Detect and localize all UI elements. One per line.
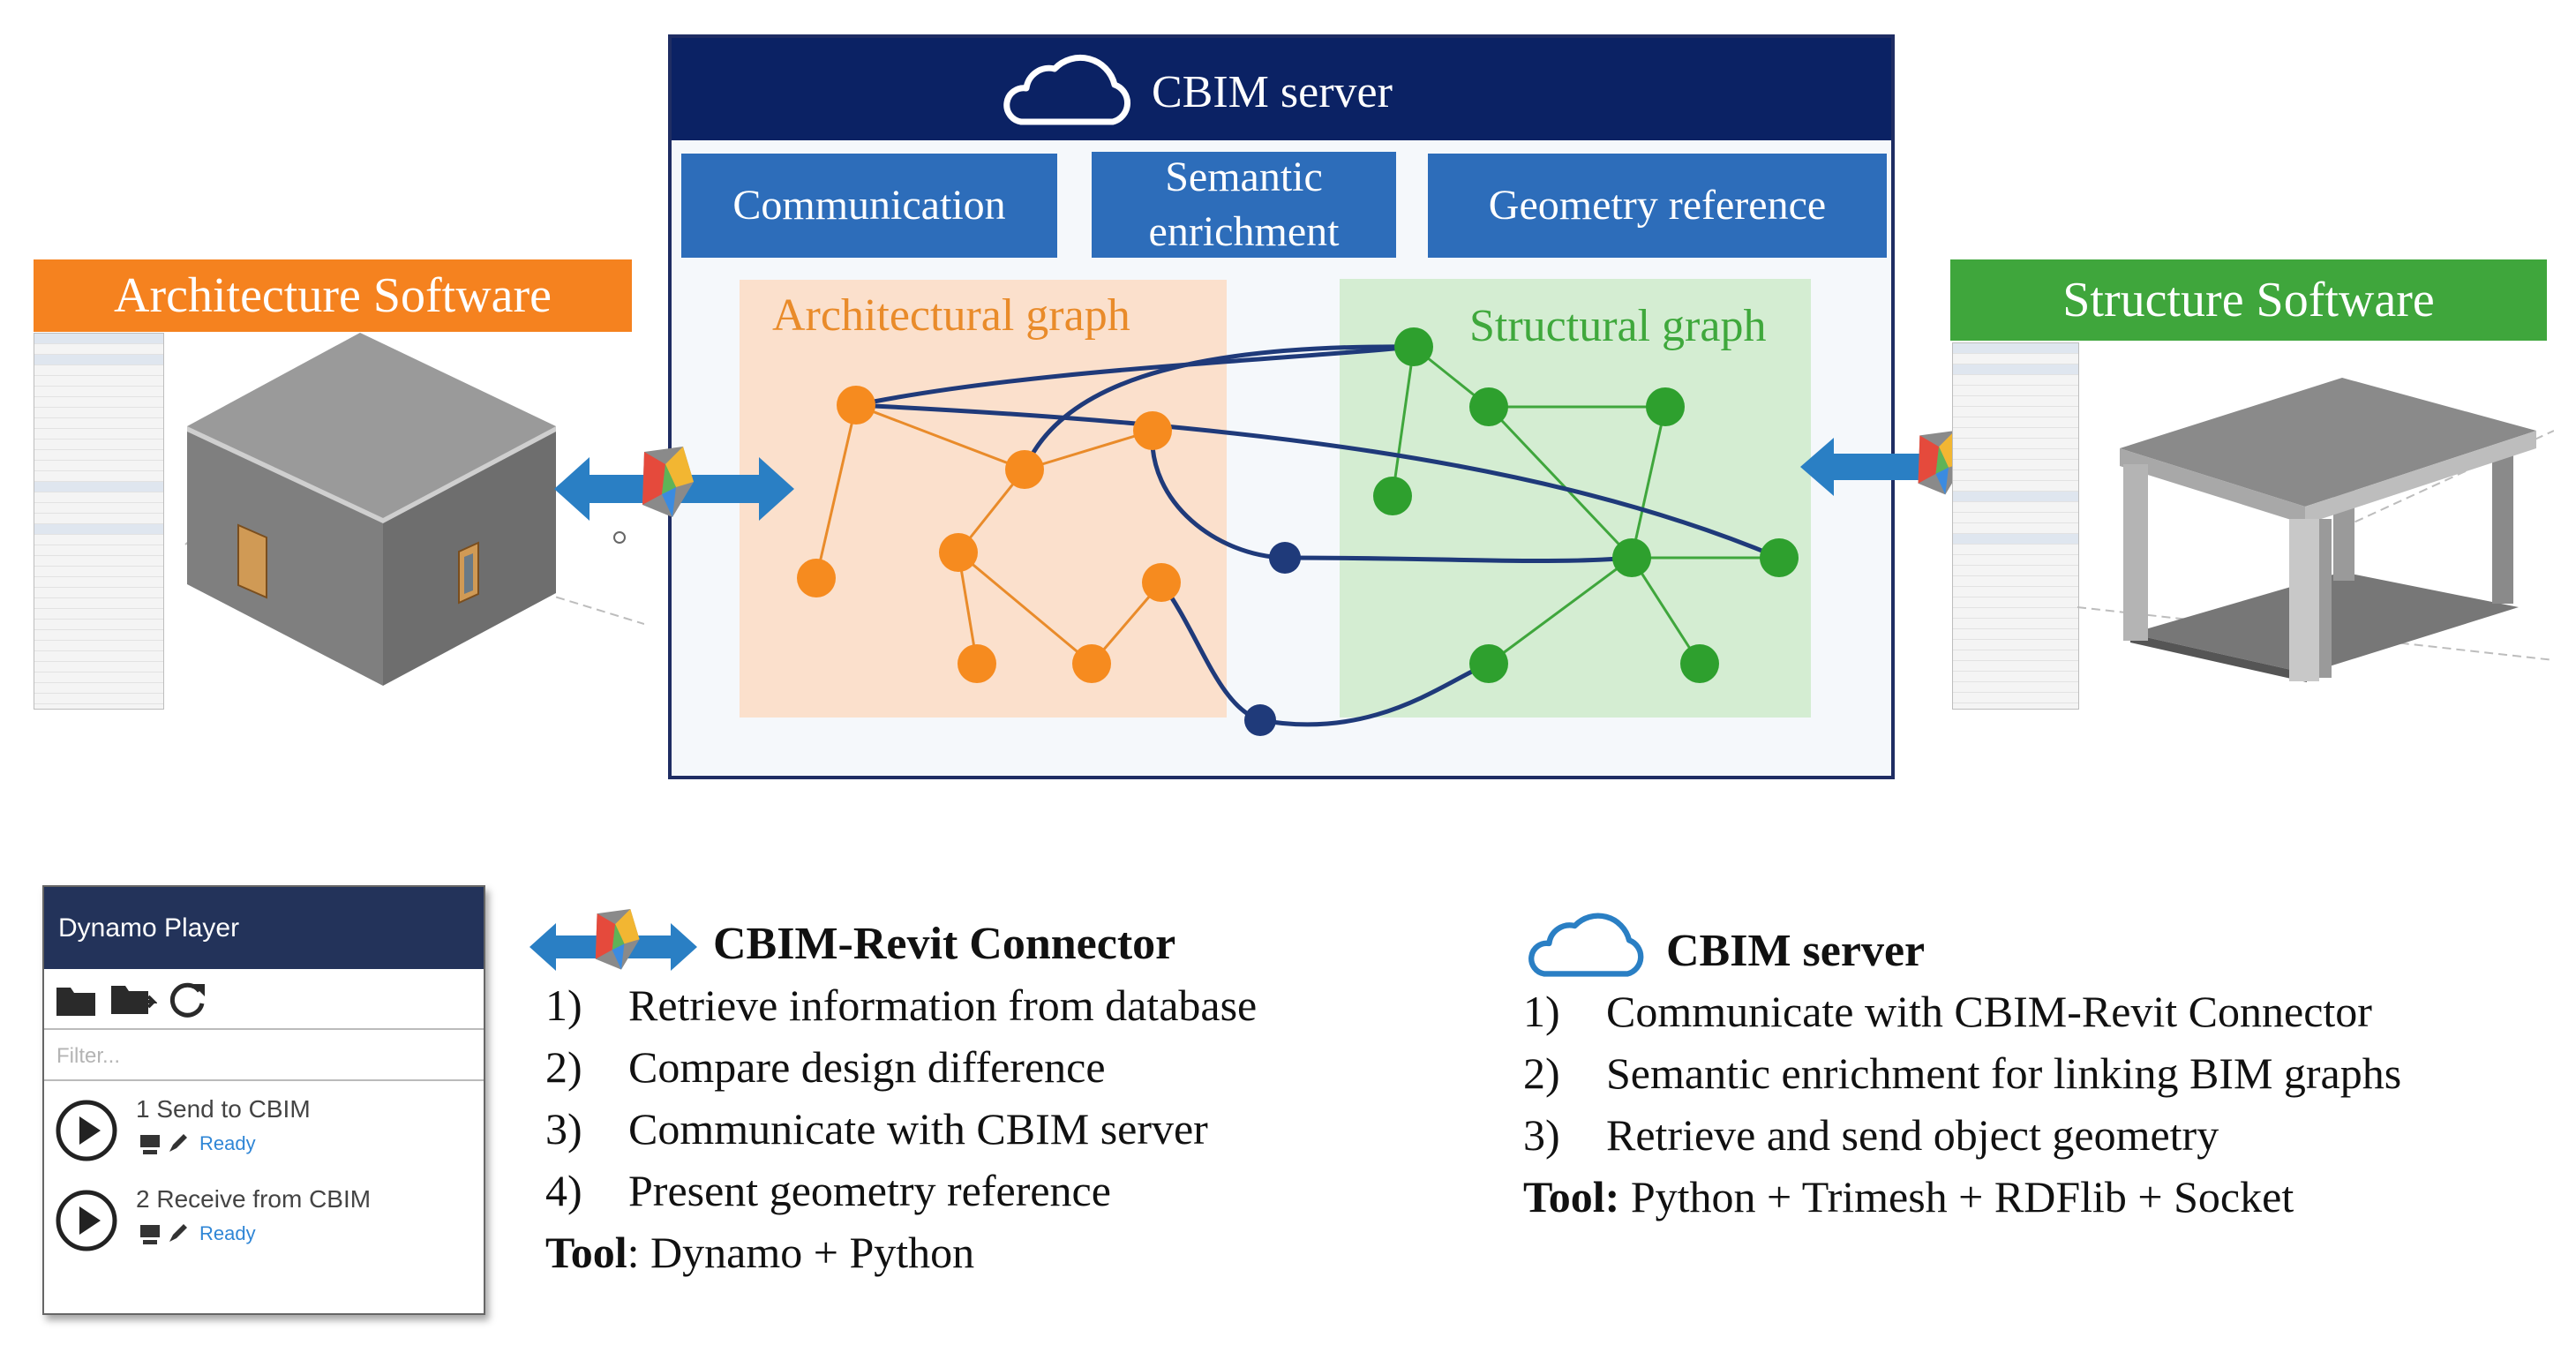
cross-graph-links	[855, 344, 1780, 727]
legend-item-text: Semantic enrichment for linking BIM grap…	[1606, 1048, 2402, 1098]
legend-item-text: Communicate with CBIM-Revit Connector	[1606, 987, 2372, 1036]
dynamo-item-name: 2 Receive from CBIM	[136, 1185, 372, 1213]
architecture-3d-model	[184, 333, 644, 686]
struct-node	[1612, 538, 1651, 577]
module-geometry-reference: Geometry reference	[1428, 154, 1887, 258]
arch-node	[837, 386, 875, 425]
legend-item: 3) Communicate with CBIM server	[545, 1103, 1257, 1165]
legend-item-text: Compare design difference	[628, 1042, 1106, 1092]
folder-icon[interactable]	[55, 981, 97, 1018]
legend-tool: Tool: Dynamo + Python	[545, 1227, 1257, 1289]
folder-export-icon[interactable]	[109, 979, 157, 1019]
cbim-server-title: CBIM server	[1152, 67, 1393, 117]
legend-item-text: Retrieve information from database	[628, 981, 1258, 1030]
refresh-icon[interactable]	[166, 979, 208, 1021]
structure-properties-panel	[1952, 342, 2079, 710]
arch-node	[939, 533, 978, 572]
struct-node	[1394, 327, 1433, 366]
architectural-graph-area	[740, 280, 1227, 718]
arch-node	[1133, 411, 1172, 450]
struct-node	[1469, 387, 1508, 426]
structure-3d-model	[2077, 378, 2554, 682]
module-semantic-enrichment-label: Semantic enrichment	[1148, 153, 1340, 255]
arch-node	[958, 644, 996, 683]
architecture-properties-panel	[34, 333, 164, 710]
dynamo-player-window: Dynamo Player Filter... 1 Send to CBIM R…	[42, 885, 485, 1315]
structure-software-label: Structure Software	[1950, 259, 2547, 341]
legend-item: 2) Compare design difference	[545, 1041, 1257, 1103]
link-nodes	[1244, 542, 1301, 736]
cloud-icon	[1003, 54, 1131, 125]
structural-nodes	[1373, 327, 1799, 683]
dynamo-item-receive[interactable]: 2 Receive from CBIM Ready	[53, 1178, 477, 1263]
server-legend-list: 1)Communicate with CBIM-Revit Connector …	[1523, 986, 2401, 1233]
arch-node	[1005, 450, 1044, 489]
module-semantic-enrichment: Semantic enrichment	[1092, 152, 1396, 258]
arch-node	[1142, 563, 1181, 602]
dynamo-item-name: 1 Send to CBIM	[136, 1095, 311, 1123]
play-icon[interactable]	[55, 1189, 118, 1252]
link-node	[1244, 704, 1276, 736]
cloud-icon	[1528, 913, 1644, 977]
architectural-edges	[815, 403, 1163, 665]
monitor-icon	[140, 1225, 160, 1244]
connector-legend-list: 1) Retrieve information from database 2) C…	[545, 980, 1257, 1289]
struct-node	[1760, 538, 1799, 577]
pencil-icon[interactable]	[166, 1131, 191, 1155]
dynamo-item-status: Ready	[199, 1132, 256, 1154]
legend-item-number: 4)	[545, 1166, 582, 1215]
structural-graph-label: Structural graph	[1469, 301, 1767, 351]
struct-node	[1680, 644, 1719, 683]
architecture-software-label: Architecture Software	[34, 259, 632, 332]
legend-item: 4) Present geometry reference	[545, 1165, 1257, 1227]
legend-item-number: 3)	[545, 1104, 582, 1153]
legend-tool: Tool: Python + Trimesh + RDFlib + Socket	[1523, 1171, 2401, 1233]
legend-item-text: Communicate with CBIM server	[628, 1104, 1208, 1153]
legend-item: 2) Semantic enrichment for linking BIM gr…	[1523, 1048, 2401, 1109]
struct-node	[1373, 477, 1412, 515]
dynamo-item-send[interactable]: 1 Send to CBIM Ready	[53, 1088, 477, 1173]
monitor-icon	[140, 1135, 160, 1154]
legend-item: 3) Retrieve and send object geometry	[1523, 1109, 2401, 1171]
struct-node	[1469, 644, 1508, 683]
arch-node	[1072, 644, 1111, 683]
dynamo-item-status: Ready	[199, 1222, 256, 1244]
legend-item-number: 3)	[1523, 1110, 1560, 1160]
architectural-graph-label: Architectural graph	[772, 290, 1130, 341]
link-node	[1269, 542, 1301, 574]
module-communication: Communication	[681, 154, 1057, 258]
legend-tool-label: Tool:	[1523, 1172, 1620, 1221]
dynamo-filter-input[interactable]: Filter...	[44, 1028, 484, 1081]
legend-item-number: 2)	[1523, 1048, 1560, 1098]
legend-tool-text: : Dynamo + Python	[627, 1228, 975, 1277]
connector-icon	[595, 909, 640, 970]
cbim-server-header	[672, 38, 1891, 140]
connector-legend-title: CBIM-Revit Connector	[713, 919, 1176, 969]
arch-node	[797, 559, 836, 597]
struct-node	[1646, 387, 1685, 426]
legend-tool-text: Python + Trimesh + RDFlib + Socket	[1619, 1172, 2294, 1221]
legend-item: 1) Retrieve information from database	[545, 980, 1257, 1041]
legend-item: 1) Communicate with CBIM-Revit Connector	[1523, 986, 2401, 1048]
legend-item-text: Retrieve and send object geometry	[1606, 1110, 2219, 1160]
play-icon[interactable]	[55, 1099, 118, 1162]
legend-item-number: 1)	[545, 981, 582, 1030]
legend-item-number: 1)	[1523, 987, 1560, 1036]
structural-edges	[1391, 345, 1779, 665]
connector-icon	[642, 447, 694, 517]
architectural-nodes	[797, 386, 1181, 683]
legend-tool-label: Tool	[545, 1228, 627, 1277]
dynamo-player-title: Dynamo Player	[44, 887, 484, 969]
legend-item-number: 2)	[545, 1042, 582, 1092]
server-legend-title: CBIM server	[1666, 926, 1926, 976]
pencil-icon[interactable]	[166, 1221, 191, 1245]
legend-item-text: Present geometry reference	[628, 1166, 1111, 1215]
double-arrow-icon	[1800, 438, 2009, 496]
